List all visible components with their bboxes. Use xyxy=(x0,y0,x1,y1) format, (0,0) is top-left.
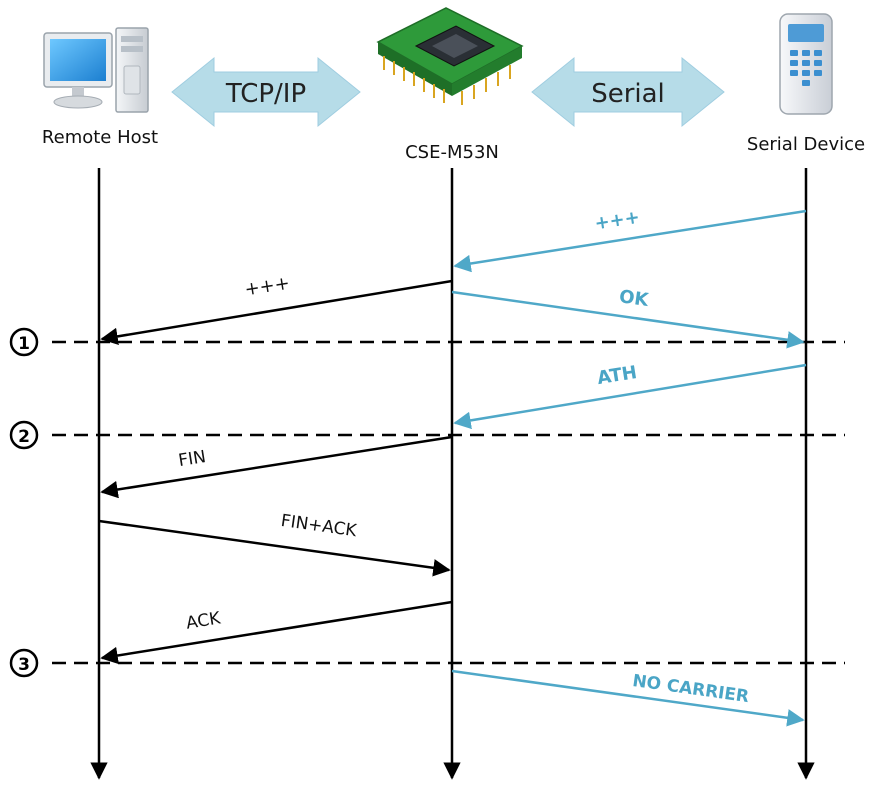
msg-nocarrier-arrow xyxy=(451,669,805,727)
msg-finack-label: FIN+ACK xyxy=(280,511,359,542)
module-label: CSE-M53N xyxy=(405,142,499,163)
msg-finack-arrow xyxy=(98,519,451,577)
tcpip-label: TCP/IP xyxy=(225,79,306,109)
step-2-marker: 2 xyxy=(9,420,39,450)
msg-fin-label: FIN xyxy=(177,447,207,471)
svg-text:2: 2 xyxy=(18,427,30,447)
msg-fin-arrow xyxy=(100,435,453,499)
msg-ath-label: ATH xyxy=(596,362,639,389)
msg-ok-arrow xyxy=(451,290,805,349)
tcpip-link-arrow: TCP/IP xyxy=(171,56,361,128)
serial-label: Serial xyxy=(591,79,665,109)
remote-host-label: Remote Host xyxy=(42,127,158,148)
svg-text:1: 1 xyxy=(18,334,30,354)
msg-tcp-plus-arrow xyxy=(100,279,453,346)
computer-icon xyxy=(43,27,149,113)
msg-nocarrier-label: NO CARRIER xyxy=(631,671,750,707)
svg-text:3: 3 xyxy=(18,655,30,675)
serial-device-icon xyxy=(779,13,833,115)
msg-ok-label: OK xyxy=(618,286,651,311)
msg-ack-label: ACK xyxy=(185,608,223,633)
serial-device-label: Serial Device xyxy=(747,134,865,155)
serial-link-arrow: Serial xyxy=(531,56,725,128)
step-1-marker: 1 xyxy=(9,327,39,357)
step-3-marker: 3 xyxy=(9,648,39,678)
module-board-icon xyxy=(376,7,524,105)
msg-ack-arrow xyxy=(100,600,453,665)
msg-serial-plus-arrow xyxy=(453,209,807,273)
msg-ath-arrow xyxy=(453,363,807,430)
msg-serial-plus-label: +++ xyxy=(593,207,641,235)
msg-tcp-plus-label: +++ xyxy=(243,273,291,301)
